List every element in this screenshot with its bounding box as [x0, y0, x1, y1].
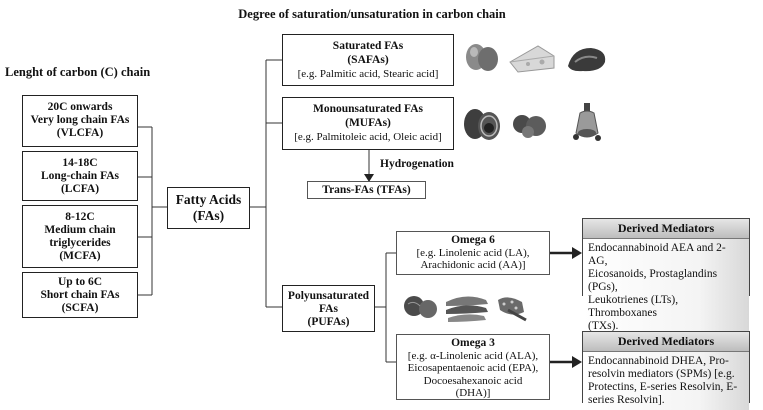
mediators-omega6-box: Derived Mediators Endocannabinoid AEA an… — [582, 218, 750, 336]
mcfa-name: Medium chain — [44, 224, 116, 236]
tfa-box: Trans-FAs (TFAs) — [307, 181, 426, 199]
omega3-example-3: Docoesahexanoic acid — [423, 374, 523, 387]
mufa-title: Monounsaturated FAs — [312, 103, 423, 115]
mediators-omega6-line-2: Eicosanoids, Prostaglandins (PGs), — [588, 268, 718, 293]
scfa-name: Short chain FAs — [40, 289, 120, 301]
hydrogenation-label: Hydrogenation — [380, 158, 454, 170]
eggs-image — [466, 44, 498, 71]
omega6-example-2: Arachidonic acid (AA)] — [420, 259, 526, 271]
vlcfa-range: 20C onwards — [47, 101, 113, 113]
mediators-omega3-box: Derived Mediators Endocannabinoid DHEA, … — [582, 331, 750, 410]
safa-examples: [e.g. Palmitic acid, Stearic acid] — [297, 68, 439, 80]
tfa-label: Trans-FAs (TFAs) — [322, 184, 411, 196]
mcfa-range: 8-12C — [65, 211, 95, 223]
mediators-omega6-line-3: Leukotrienes (LTs), Thromboxanes — [588, 294, 679, 319]
safa-title: Saturated FAs — [332, 40, 404, 52]
pufa-title: Polyunsaturated — [287, 290, 370, 302]
omega3-example-4: (DHA)] — [455, 387, 491, 399]
omega6-title: Omega 6 — [451, 234, 495, 246]
mediators-omega6-line-4: (TXs). — [588, 320, 619, 332]
mcfa-name-2: triglycerides — [49, 237, 111, 249]
scfa-range: Up to 6C — [57, 276, 103, 288]
fatty-acids-box: Fatty Acids (FAs) — [167, 187, 250, 229]
mcfa-box: 8-12C Medium chain triglycerides (MCFA) — [22, 205, 138, 268]
mediators-omega3-title: Derived Mediators — [583, 332, 749, 352]
pufa-abbr: (PUFAs) — [307, 316, 350, 328]
mediators-omega3-line-2: resolvin mediators (SPMs) [e.g. — [588, 368, 735, 380]
walnuts-image — [404, 296, 437, 318]
safa-abbr: (SAFAs) — [347, 54, 389, 66]
olive-oil-image — [573, 103, 601, 141]
mcfa-abbr: (MCFA) — [59, 250, 101, 262]
scfa-box: Up to 6C Short chain FAs (SCFA) — [22, 272, 138, 318]
fatty-acids-label: Fatty Acids — [175, 192, 242, 207]
omega6-box: Omega 6 [e.g. Linolenic acid (LA), Arach… — [396, 231, 550, 275]
lcfa-box: 14-18C Long-chain FAs (LCFA) — [22, 151, 138, 201]
mufa-abbr: (MUFAs) — [345, 117, 391, 129]
mufa-box: Monounsaturated FAs (MUFAs) [e.g. Palmit… — [282, 97, 454, 150]
fish-image — [446, 296, 488, 322]
avocado-image — [464, 109, 500, 140]
omega3-example-1: [e.g. α-Linolenic acid (ALA), — [407, 349, 539, 362]
cheese-image — [509, 45, 555, 73]
meat-image — [568, 48, 606, 72]
omega3-box: Omega 3 [e.g. α-Linolenic acid (ALA), Ei… — [396, 334, 550, 400]
pufa-fas: FAs — [319, 303, 338, 315]
lcfa-name: Long-chain FAs — [40, 170, 120, 182]
mediators-omega3-line-1: Endocannabinoid DHEA, Pro- — [588, 355, 729, 367]
mediators-omega6-line-1: Endocannabinoid AEA and 2-AG, — [588, 242, 726, 267]
vlcfa-abbr: (VLCFA) — [56, 127, 104, 139]
diagram-title: Degree of saturation/unsaturation in car… — [238, 7, 506, 21]
omega6-example-1: [e.g. Linolenic acid (LA), — [416, 246, 530, 259]
lcfa-range: 14-18C — [62, 157, 98, 169]
mediators-omega3-line-4: series Resolvin]. — [588, 394, 665, 406]
lcfa-abbr: (LCFA) — [60, 183, 100, 195]
omega3-example-2: Eicosapentaenoic acid (EPA), — [407, 362, 539, 374]
pufa-box: Polyunsaturated FAs (PUFAs) — [282, 285, 375, 332]
omega3-title: Omega 3 — [451, 337, 495, 349]
mediators-omega6-title: Derived Mediators — [583, 219, 749, 239]
nuts-image — [513, 115, 546, 138]
scfa-abbr: (SCFA) — [61, 302, 99, 314]
fatty-acids-abbr: (FAs) — [192, 208, 225, 223]
mufa-examples: [e.g. Palmitoleic acid, Oleic acid] — [294, 131, 442, 143]
mediators-omega3-line-3: Protectins, E-series Resolvin, E- — [588, 381, 738, 393]
seeds-image — [498, 297, 527, 322]
vlcfa-name: Very long chain FAs — [30, 114, 130, 126]
safa-box: Saturated FAs (SAFAs) [e.g. Palmitic aci… — [282, 34, 454, 86]
vlcfa-box: 20C onwards Very long chain FAs (VLCFA) — [22, 95, 138, 147]
chain-length-title: Lenght of carbon (C) chain — [5, 65, 151, 79]
